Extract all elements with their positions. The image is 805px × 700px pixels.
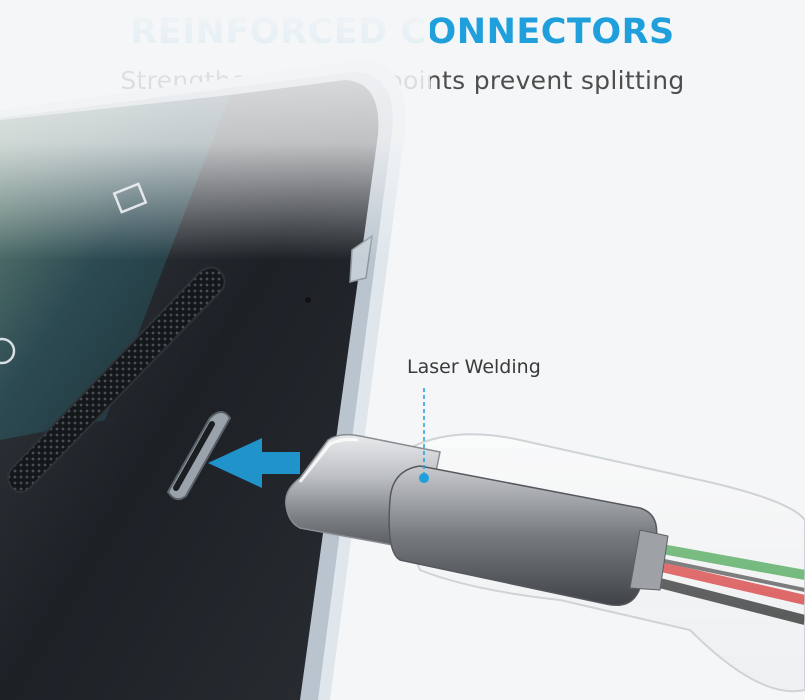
nav-circle-icon xyxy=(0,337,16,365)
callout-dot xyxy=(419,473,429,483)
arrow-right-icon xyxy=(208,438,300,488)
usb-c-connector xyxy=(285,433,669,606)
laser-welding-label: Laser Welding xyxy=(407,356,541,378)
